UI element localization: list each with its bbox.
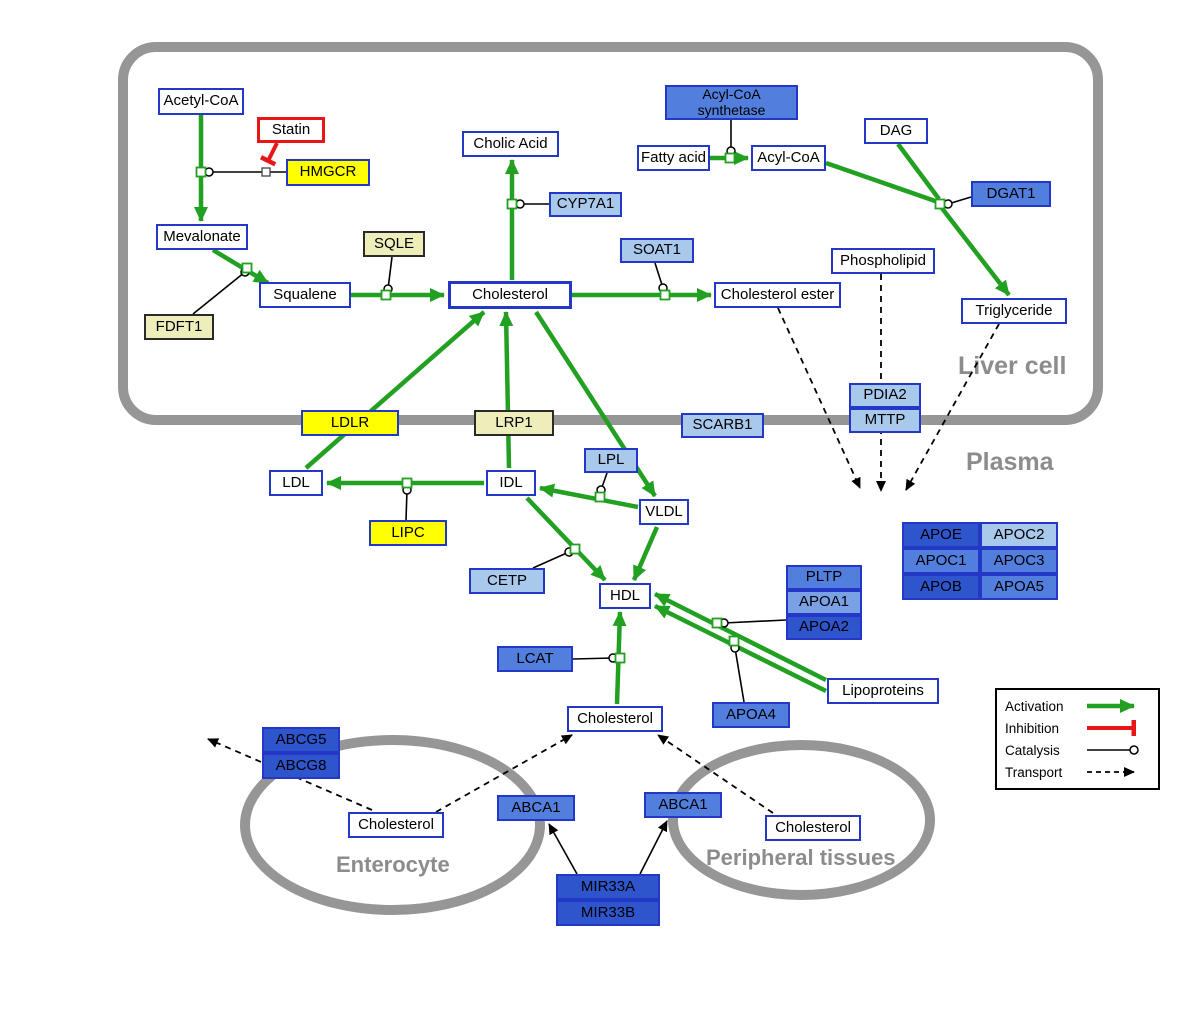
reaction-node — [401, 477, 413, 489]
node-lipc[interactable]: LIPC — [369, 520, 447, 546]
node-apoa4[interactable]: APOA4 — [712, 702, 790, 728]
node-abcg8[interactable]: ABCG8 — [262, 753, 340, 779]
node-phospholipid[interactable]: Phospholipid — [831, 248, 935, 274]
reaction-node — [728, 635, 740, 647]
node-cyp7a1[interactable]: CYP7A1 — [549, 192, 622, 217]
node-apoc3[interactable]: APOC3 — [980, 548, 1058, 574]
edge-apo-stack-catalysis — [719, 618, 787, 628]
node-cholesterol-ester[interactable]: Cholesterol ester — [714, 282, 841, 308]
legend-label-inhibition: Inhibition — [1005, 720, 1060, 736]
reaction-node — [594, 491, 606, 503]
node-apoa5[interactable]: APOA5 — [980, 574, 1058, 600]
node-idl[interactable]: IDL — [486, 470, 536, 496]
node-lrp1[interactable]: LRP1 — [474, 410, 554, 436]
node-lipoproteins[interactable]: Lipoproteins — [827, 678, 939, 704]
node-abca1-peripheral[interactable]: ABCA1 — [644, 792, 722, 818]
node-cholesterol-plasma[interactable]: Cholesterol — [567, 706, 663, 732]
node-apoa2[interactable]: APOA2 — [786, 615, 862, 640]
node-hdl[interactable]: HDL — [599, 583, 651, 609]
node-lpl[interactable]: LPL — [584, 448, 638, 473]
legend-sample-activation — [1087, 699, 1135, 713]
node-vldl[interactable]: VLDL — [639, 499, 689, 525]
node-pdia2[interactable]: PDIA2 — [849, 383, 921, 408]
edge-mir33-to-abca1-peripheral — [639, 820, 668, 875]
reaction-node — [569, 543, 581, 555]
edge-vldl-to-hdl — [631, 526, 660, 581]
node-abca1-enterocyte[interactable]: ABCA1 — [497, 795, 575, 821]
node-sqle[interactable]: SQLE — [363, 231, 425, 257]
legend-label-catalysis: Catalysis — [1005, 742, 1060, 758]
edge-apoa4-catalysis — [730, 643, 745, 703]
node-fatty-acid[interactable]: Fatty acid — [637, 145, 710, 171]
node-mttp[interactable]: MTTP — [849, 408, 921, 433]
edge-mir33-to-abca1-enterocyte — [548, 823, 578, 875]
node-fdft1[interactable]: FDFT1 — [144, 314, 214, 340]
edge-cholesterol-to-hdl-via-lcat — [612, 611, 627, 705]
node-pltp[interactable]: PLTP — [786, 565, 862, 590]
node-cholic-acid[interactable]: Cholic Acid — [462, 131, 559, 157]
legend-sample-transport — [1087, 767, 1135, 777]
legend-label-transport: Transport — [1005, 764, 1063, 780]
legend-item-transport: Transport — [1005, 761, 1150, 783]
legend-item-inhibition: Inhibition — [1005, 717, 1150, 739]
node-mir33b[interactable]: MIR33B — [556, 900, 660, 926]
node-dgat1[interactable]: DGAT1 — [971, 181, 1051, 207]
node-apob[interactable]: APOB — [902, 574, 980, 600]
edge-lpl-catalysis — [596, 472, 608, 495]
node-squalene[interactable]: Squalene — [259, 282, 351, 308]
node-ldlr[interactable]: LDLR — [301, 410, 399, 436]
node-apoc2[interactable]: APOC2 — [980, 522, 1058, 548]
enterocyte-compartment — [240, 735, 545, 915]
legend-label-activation: Activation — [1005, 698, 1064, 714]
node-cholesterol-peripheral[interactable]: Cholesterol — [765, 815, 861, 841]
node-triglyceride[interactable]: Triglyceride — [961, 298, 1067, 324]
node-cholesterol-enterocyte[interactable]: Cholesterol — [348, 812, 444, 838]
peripheral-tissues-compartment — [668, 740, 935, 900]
legend-sample-inhibition — [1087, 720, 1136, 736]
node-hmgcr[interactable]: HMGCR — [286, 159, 370, 186]
legend-item-activation: Activation — [1005, 695, 1150, 717]
node-apoc1[interactable]: APOC1 — [902, 548, 980, 574]
node-acyl-coa-synthetase[interactable]: Acyl-CoA synthetase — [665, 85, 798, 120]
node-cetp[interactable]: CETP — [469, 568, 545, 594]
node-scarb1[interactable]: SCARB1 — [681, 413, 764, 438]
node-lcat[interactable]: LCAT — [497, 646, 573, 672]
node-apoa1[interactable]: APOA1 — [786, 590, 862, 615]
node-mevalonate[interactable]: Mevalonate — [156, 224, 248, 250]
edge-vldl-to-idl — [539, 483, 639, 510]
enterocyte-label: Enterocyte — [336, 852, 450, 877]
node-mir33a[interactable]: MIR33A — [556, 874, 660, 900]
reaction-node — [711, 617, 723, 629]
legend-sample-catalysis — [1087, 745, 1139, 755]
edge-cetp-catalysis — [532, 547, 574, 569]
node-statin[interactable]: Statin — [257, 117, 325, 143]
reaction-node — [614, 652, 626, 664]
node-apoe[interactable]: APOE — [902, 522, 980, 548]
node-abcg5[interactable]: ABCG5 — [262, 727, 340, 753]
node-acetyl-coa[interactable]: Acetyl-CoA — [158, 88, 244, 115]
node-soat1[interactable]: SOAT1 — [620, 238, 694, 263]
plasma-label: Plasma — [966, 448, 1054, 476]
edge-lcat-catalysis — [572, 653, 618, 663]
liver-cell-label: Liver cell — [958, 352, 1067, 380]
node-ldl[interactable]: LDL — [269, 470, 323, 496]
edge-lipc-catalysis — [402, 485, 412, 521]
peripheral-tissues-label: Peripheral tissues — [706, 845, 896, 870]
liver-cell-compartment — [118, 42, 1103, 425]
node-acyl-coa[interactable]: Acyl-CoA — [751, 145, 826, 171]
node-dag[interactable]: DAG — [864, 118, 928, 144]
legend-item-catalysis: Catalysis — [1005, 739, 1150, 761]
node-cholesterol-liver[interactable]: Cholesterol — [448, 281, 572, 309]
